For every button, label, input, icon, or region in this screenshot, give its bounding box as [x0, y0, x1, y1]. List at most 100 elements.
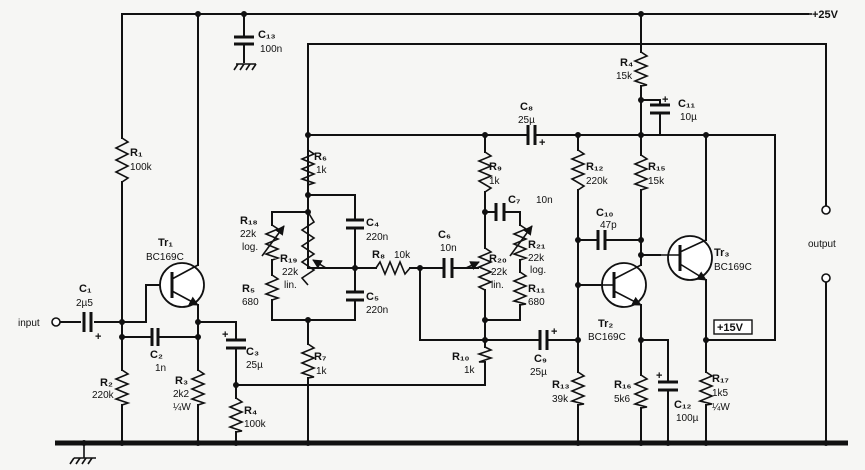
r17-label: R₁₇	[712, 373, 729, 385]
tr3-label: Tr₃	[714, 247, 729, 259]
c4-label: C₄	[366, 217, 379, 229]
r10-value: 1k	[464, 365, 476, 376]
r3-rating: ¼W	[173, 401, 191, 413]
r6-value: 1k	[316, 165, 328, 176]
r4-value: 100k	[244, 419, 267, 430]
r6-resistor	[299, 149, 317, 186]
r7-label: R₇	[314, 351, 326, 363]
r12-value: 220k	[586, 176, 609, 187]
c6-capacitor	[442, 258, 454, 278]
r18-value: 22k	[240, 229, 257, 240]
r10-resistor	[476, 346, 494, 363]
r18-label: R₁₈	[240, 215, 258, 227]
r11-label: R₁₁	[528, 283, 545, 295]
r15-label: R₁₅	[648, 161, 666, 173]
r21-value: 22k	[528, 253, 545, 264]
tr1-label: Tr₁	[158, 237, 173, 249]
r6-label: R₆	[314, 151, 327, 163]
tr2-transistor	[600, 262, 647, 308]
r17-resistor	[697, 371, 715, 406]
c11-capacitor	[650, 103, 670, 115]
output-terminal-bottom[interactable]	[821, 273, 831, 283]
c5-label: C₅	[366, 291, 379, 303]
junction-dots	[81, 11, 829, 446]
c7-label: C₇	[508, 194, 520, 206]
c9-capacitor	[538, 330, 549, 350]
r17-value: 1k5	[712, 388, 729, 399]
c4-capacitor	[346, 218, 364, 230]
c13-capacitor	[233, 13, 257, 71]
r8-value: 10k	[394, 250, 411, 261]
r13-label: R₁₃	[552, 379, 570, 391]
c12-plus: +	[656, 370, 662, 382]
c10-value: 47p	[600, 220, 617, 231]
r17-rating: ¼W	[712, 401, 730, 413]
c13-value: 100n	[260, 44, 282, 55]
c2-capacitor	[150, 328, 160, 346]
c9-value: 25µ	[530, 367, 547, 378]
c5-value: 220n	[366, 305, 388, 316]
c9-label: C₉	[534, 353, 547, 365]
r7-resistor	[299, 343, 317, 379]
ground-symbol	[69, 443, 96, 465]
supply-rail-label: +25V	[812, 9, 839, 21]
r9-value: 1k	[489, 176, 501, 187]
r10-label: R₁₀	[452, 351, 469, 363]
r3-resistor	[189, 369, 207, 406]
r9-label: R₉	[489, 161, 502, 173]
r15-resistor	[632, 154, 650, 191]
r20-label: R₂₀	[489, 253, 507, 265]
c1-capacitor	[82, 312, 93, 332]
input-wiring	[59, 13, 486, 444]
r13-value: 39k	[552, 394, 569, 405]
r12-label: R₁₂	[586, 161, 603, 173]
r16-resistor	[632, 374, 650, 409]
r21-potentiometer	[509, 224, 533, 261]
r4b-label: R₄	[620, 57, 633, 69]
r16-value: 5k6	[614, 394, 631, 405]
r3-label: R₃	[175, 375, 188, 387]
c6-label: C₆	[438, 229, 451, 241]
r4-resistor	[227, 397, 245, 433]
c7-capacitor	[494, 203, 506, 221]
c1-plus: +	[95, 331, 101, 343]
r9-resistor	[476, 151, 494, 193]
c3-capacitor	[226, 338, 246, 350]
r19-law: lin.	[284, 280, 297, 291]
c10-label: C₁₀	[596, 207, 613, 219]
output-terminal-top[interactable]	[821, 205, 831, 215]
tr2-label: Tr₂	[598, 318, 613, 330]
c12-label: C₁₂	[674, 399, 691, 411]
r5-resistor	[263, 274, 281, 301]
r18-potentiometer	[261, 224, 285, 261]
r21-law: log.	[530, 265, 546, 276]
r16-label: R₁₆	[614, 379, 632, 391]
c8-label: C₈	[520, 101, 533, 113]
r4b-resistor	[632, 51, 650, 87]
c1-value: 2µ5	[76, 298, 93, 309]
r15-value: 15k	[648, 176, 665, 187]
c3-plus: +	[222, 329, 228, 341]
r21-label: R₂₁	[528, 239, 546, 251]
output-wiring	[577, 13, 827, 444]
c6-value: 10n	[440, 243, 457, 254]
tap-15v-label: +15V	[717, 322, 744, 334]
c7-value: 10n	[536, 195, 553, 206]
r19-potentiometer	[300, 211, 327, 286]
c11-label: C₁₁	[678, 98, 695, 110]
r11-resistor	[511, 271, 529, 306]
r4b-value: 15k	[616, 71, 633, 82]
tr2-value: BC169C	[588, 332, 626, 343]
r11-value: 680	[528, 297, 545, 308]
input-terminal[interactable]	[51, 317, 61, 327]
c1-label: C₁	[79, 283, 92, 295]
r2-value: 220k	[92, 390, 115, 401]
tap-15v-box	[713, 319, 753, 335]
c8-value: 25µ	[518, 115, 535, 126]
r2-resistor	[113, 369, 131, 406]
tr1-value: BC169C	[146, 252, 184, 263]
c11-value: 10µ	[680, 112, 697, 123]
r18-law: log.	[242, 242, 258, 253]
c8-capacitor	[526, 125, 537, 145]
